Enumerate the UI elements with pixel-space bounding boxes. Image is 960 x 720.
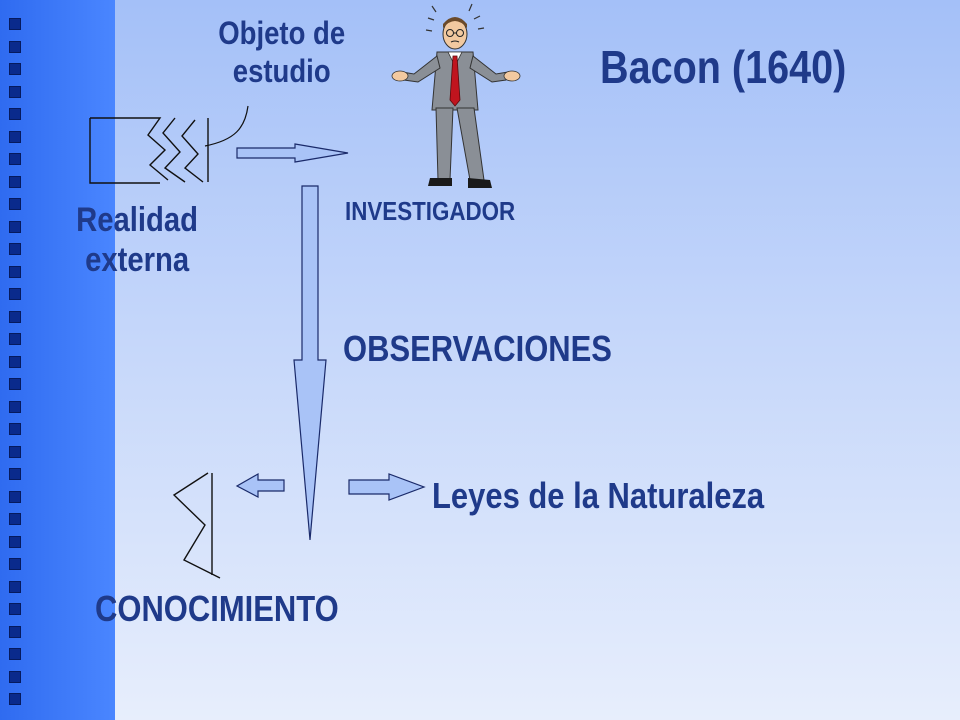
bullet-square-icon bbox=[9, 108, 21, 120]
observaciones-label: OBSERVACIONES bbox=[343, 328, 612, 369]
bullet-square-icon bbox=[9, 513, 21, 525]
slide-title: Bacon (1640) bbox=[600, 41, 847, 93]
bullet-square-icon bbox=[9, 333, 21, 345]
arrow-to-investigator bbox=[236, 143, 349, 163]
bullet-square-icon bbox=[9, 175, 21, 188]
bullet-square-icon bbox=[9, 490, 21, 503]
bullet-square-icon bbox=[9, 648, 21, 660]
bullet-square-icon bbox=[9, 423, 21, 435]
bullet-square-icon bbox=[9, 130, 21, 143]
objeto-label-line-1: Objeto de bbox=[218, 15, 346, 51]
bullet-square-icon bbox=[9, 535, 21, 548]
bullet-square-icon bbox=[9, 603, 21, 615]
bullet-square-icon bbox=[9, 558, 21, 570]
external-reality-shape bbox=[89, 117, 209, 184]
bullet-square-icon bbox=[9, 445, 21, 458]
left-sidebar bbox=[0, 0, 115, 720]
bullet-squares-column bbox=[9, 18, 25, 716]
investigator-figure-icon bbox=[391, 3, 521, 188]
conocimiento-label: CONOCIMIENTO bbox=[95, 588, 339, 629]
realidad-label-line-2: externa bbox=[85, 241, 190, 279]
bullet-square-icon bbox=[9, 670, 21, 683]
bullet-square-icon bbox=[9, 265, 21, 278]
bullet-square-icon bbox=[9, 310, 21, 323]
bullet-square-icon bbox=[9, 220, 21, 233]
bullet-square-icon bbox=[9, 378, 21, 390]
bullet-square-icon bbox=[9, 18, 21, 30]
bullet-square-icon bbox=[9, 355, 21, 368]
bullet-square-icon bbox=[9, 693, 21, 705]
realidad-label-line-1: Realidad bbox=[76, 201, 199, 239]
bullet-square-icon bbox=[9, 85, 21, 98]
bullet-square-icon bbox=[9, 243, 21, 255]
bullet-square-icon bbox=[9, 288, 21, 300]
bullet-square-icon bbox=[9, 198, 21, 210]
bullet-square-icon bbox=[9, 153, 21, 165]
arrow-to-conocimiento bbox=[235, 472, 285, 498]
objeto-de-estudio-label: Objeto de estudio bbox=[200, 14, 363, 90]
bullet-square-icon bbox=[9, 400, 21, 413]
bullet-square-icon bbox=[9, 63, 21, 75]
bullet-square-icon bbox=[9, 580, 21, 593]
arrow-to-leyes bbox=[348, 473, 426, 501]
leyes-naturaleza-label: Leyes de la Naturaleza bbox=[432, 475, 765, 516]
bullet-square-icon bbox=[9, 468, 21, 480]
objeto-callout-line bbox=[204, 105, 249, 147]
investigador-label: INVESTIGADOR bbox=[345, 196, 516, 226]
realidad-externa-label: Realidad externa bbox=[64, 200, 210, 280]
arrow-observaciones-down bbox=[293, 185, 327, 541]
bullet-square-icon bbox=[9, 40, 21, 53]
knowledge-shape bbox=[172, 472, 221, 579]
bullet-square-icon bbox=[9, 625, 21, 638]
objeto-label-line-2: estudio bbox=[232, 53, 331, 89]
